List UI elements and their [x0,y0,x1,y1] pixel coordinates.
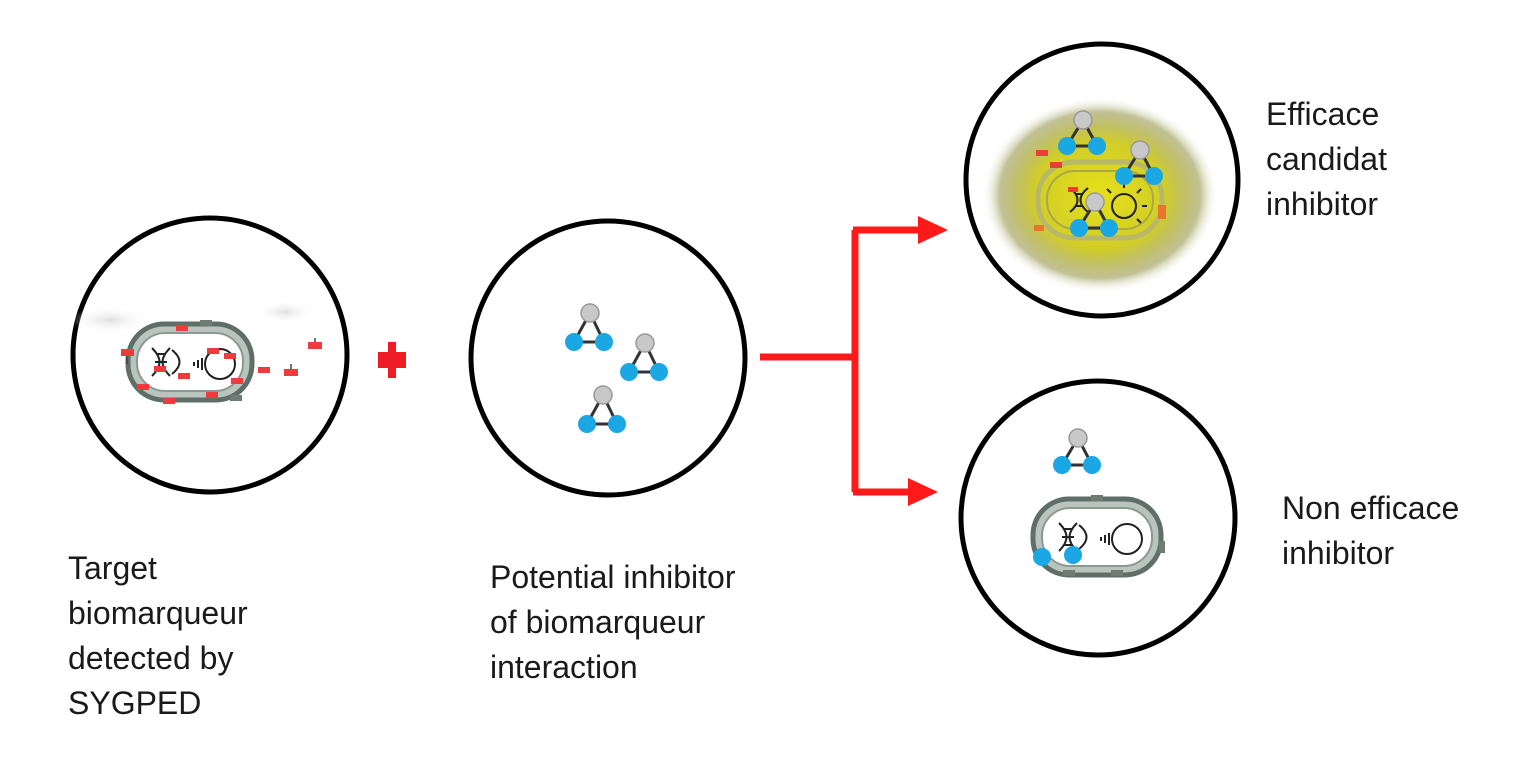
target-label-line: SYGPED [68,685,202,721]
target-label-line: biomarqueur [68,595,248,631]
molecule-icon [620,333,668,381]
biomarker-markers [1034,150,1166,231]
inhibitor-label-line: interaction [490,649,638,685]
non-efficace-label-line: inhibitor [1282,535,1395,571]
non-efficace-panel [958,378,1238,658]
inhibitor-panel [468,218,748,498]
lightbulb-icon [193,348,236,380]
molecule-icon [1115,140,1163,185]
fog-right [255,300,315,324]
bound-molecule [1064,546,1082,564]
molecule-icon [578,385,626,433]
arrow-head-up [918,216,948,244]
inhibitor-label-line: of biomarqueur [490,604,706,640]
arrow-head-down [908,478,938,506]
efficace-panel [963,41,1241,319]
efficace-label-line: candidat [1266,141,1387,177]
lightbulb-icon [1100,523,1143,555]
molecule-icon [1070,192,1118,237]
bound-molecule [1033,548,1051,566]
inhibitor-circle [468,218,748,498]
target-panel [70,215,350,495]
inhibitor-label-line: Potential inhibitor [490,559,736,595]
plus-icon [378,342,406,378]
non-efficace-label: Non efficace inhibitor [1282,486,1459,576]
efficace-label: Efficace candidat inhibitor [1266,92,1387,227]
molecule-icon [1053,428,1101,474]
biomarker-markers [121,325,322,404]
target-label: Target biomarqueur detected by SYGPED [68,546,248,726]
efficace-label-line: inhibitor [1266,186,1379,222]
molecule-icon [1058,110,1106,155]
inhibitor-label: Potential inhibitor of biomarqueur inter… [490,555,735,690]
target-label-line: Target [68,550,157,586]
bacterium-cell-icon [1030,495,1165,578]
fog-left [70,306,150,334]
molecule-icon [565,303,613,351]
branch-arrow-icon [760,226,920,496]
non-efficace-label-line: Non efficace [1282,490,1460,526]
bacterium-cell-icon [125,320,255,403]
target-label-line: detected by [68,640,234,676]
efficace-label-line: Efficace [1266,96,1380,132]
